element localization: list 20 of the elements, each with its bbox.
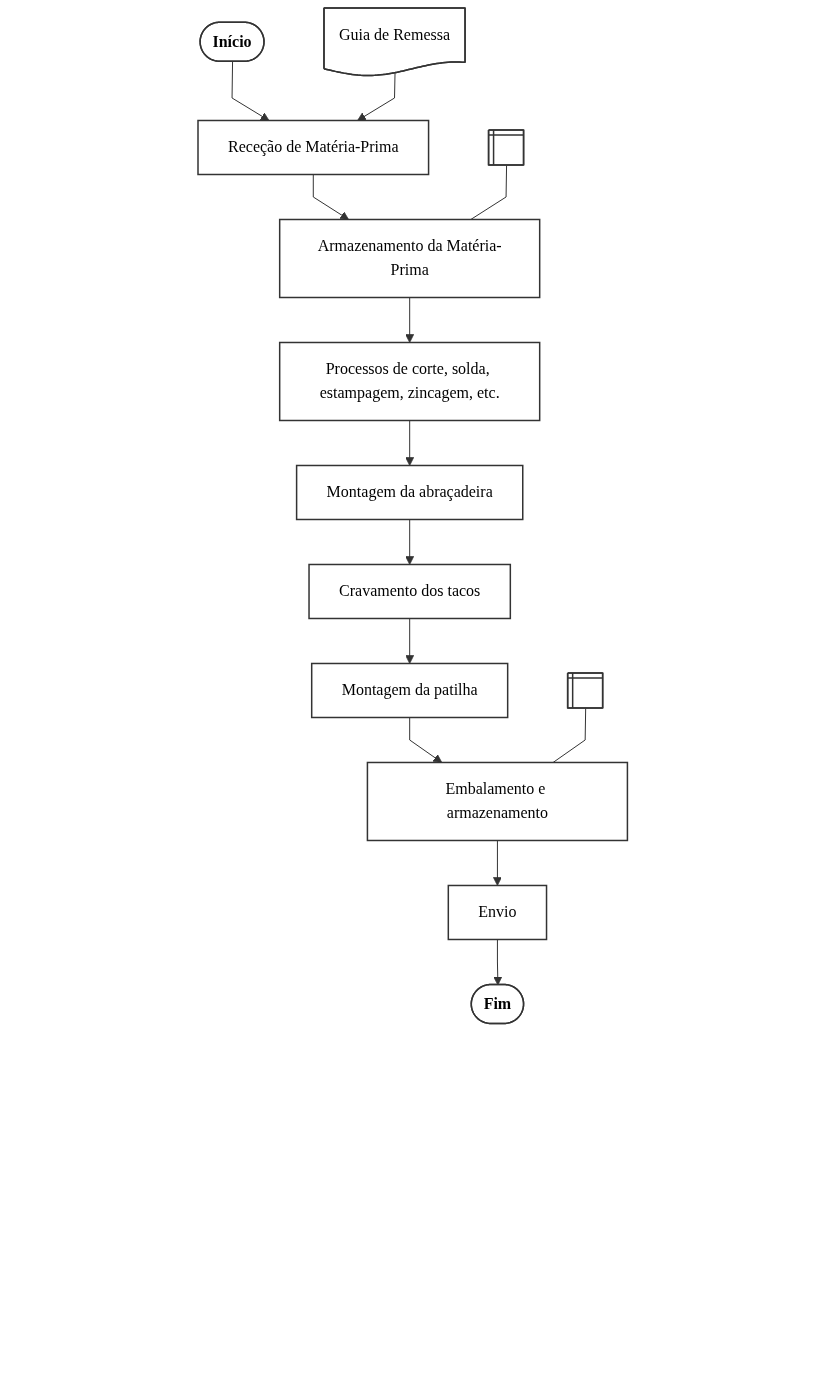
arrow: [405, 519, 415, 565]
node-box: Processos de corte, solda, estampagem, zincagem, etc.: [279, 341, 541, 422]
arrow: [405, 618, 415, 664]
node-box: Embalamento e armazenamento: [366, 761, 629, 842]
arrow: [405, 297, 415, 343]
node-box: Armazenamento da Matéria-Prima: [279, 218, 541, 299]
arrow: [493, 840, 503, 886]
arrow: [493, 939, 503, 986]
arrow: [405, 420, 415, 466]
connector: [470, 165, 508, 220]
arrow: [313, 174, 350, 220]
arrow: [409, 717, 443, 763]
node-box: Cravamento dos tacos: [308, 563, 512, 620]
arrow: [231, 61, 270, 121]
arrow: [357, 72, 396, 121]
node-box: Montagem da abraçadeira: [296, 464, 524, 521]
node-box: Montagem da patilha: [311, 662, 509, 719]
node-box: Envio: [447, 884, 548, 941]
node-box: Receção de Matéria-Prima: [197, 119, 430, 176]
connector: [552, 708, 587, 763]
